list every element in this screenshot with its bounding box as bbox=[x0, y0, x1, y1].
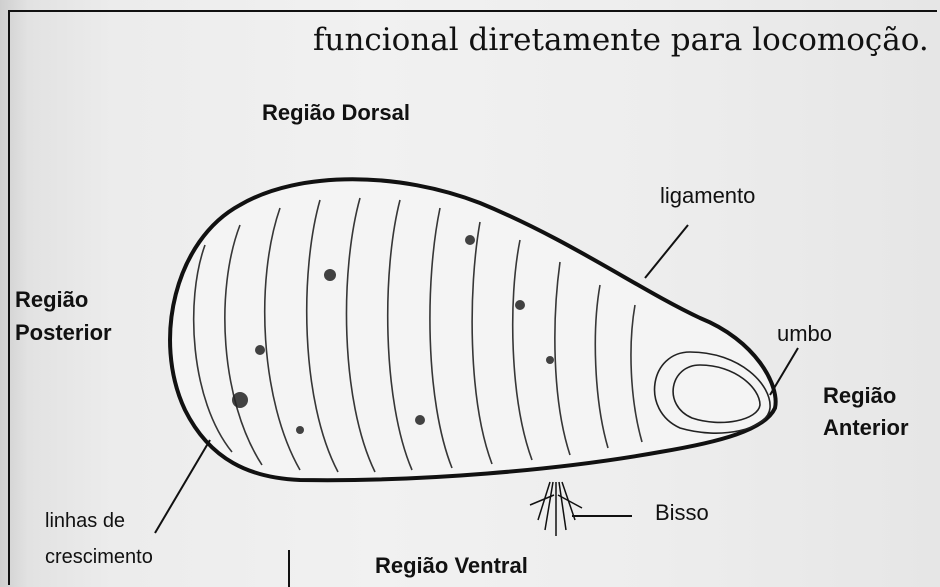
label-anterior-line1: Região bbox=[823, 383, 896, 409]
label-linhas-line2: crescimento bbox=[45, 546, 153, 569]
label-ligamento: ligamento bbox=[660, 183, 755, 209]
label-posterior-line2: Posterior bbox=[15, 320, 112, 346]
label-umbo: umbo bbox=[777, 321, 832, 347]
label-linhas-line1: linhas de bbox=[45, 510, 125, 533]
label-anterior-line2: Anterior bbox=[823, 415, 909, 441]
label-bisso: Bisso bbox=[655, 500, 709, 526]
label-ventral: Região Ventral bbox=[375, 553, 528, 579]
label-posterior-line1: Região bbox=[15, 287, 88, 313]
byssus-threads-icon bbox=[530, 482, 582, 536]
label-dorsal: Região Dorsal bbox=[262, 100, 410, 126]
